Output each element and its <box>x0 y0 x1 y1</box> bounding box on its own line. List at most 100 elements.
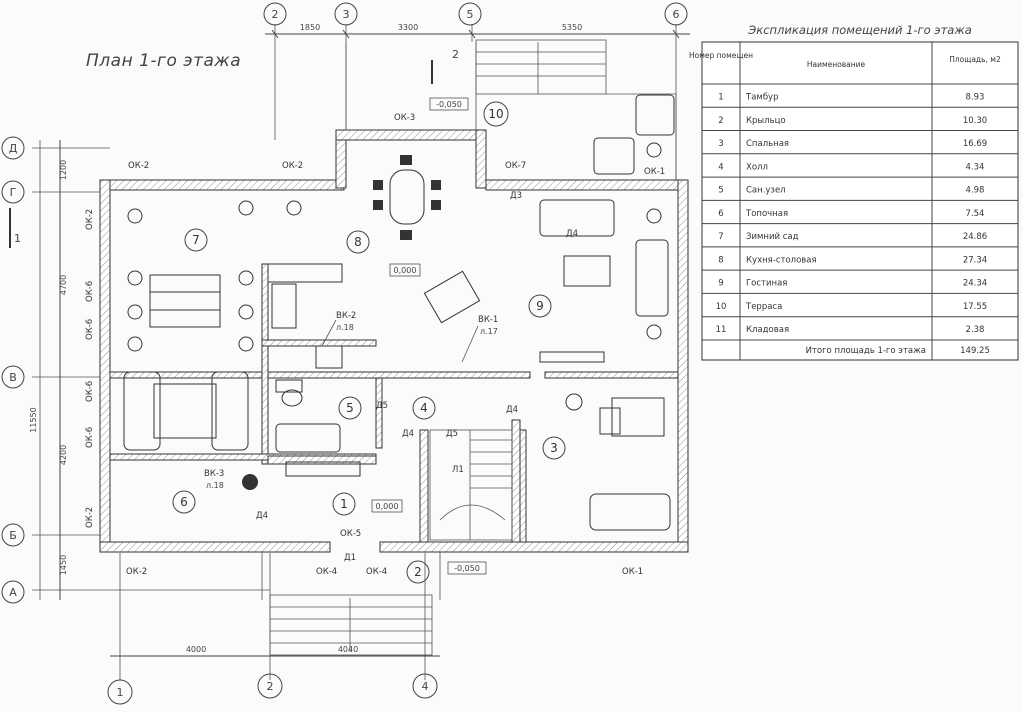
svg-text:4: 4 <box>422 680 429 693</box>
total-label: Итого площадь 1-го этажа <box>806 346 926 356</box>
section-cut-left: 1 <box>9 208 21 248</box>
room-numbers: 1 2 3 4 5 6 7 8 9 10 <box>172 101 566 584</box>
table-cell-num: 10 <box>716 302 727 312</box>
svg-text:1850: 1850 <box>300 23 320 32</box>
svg-text:2: 2 <box>272 8 279 21</box>
svg-text:Д4: Д4 <box>256 511 268 521</box>
table-cell-num: 4 <box>718 162 723 172</box>
svg-text:4200: 4200 <box>59 445 68 465</box>
svg-text:ОК-6: ОК-6 <box>85 381 95 402</box>
svg-text:1450: 1450 <box>59 555 68 575</box>
header-name: Наименование <box>807 60 866 69</box>
terrace-outline: 2 <box>345 39 677 180</box>
svg-text:1200: 1200 <box>59 160 68 180</box>
table-cell-name: Холл <box>746 162 768 172</box>
plan-title: План 1-го этажа <box>86 51 241 71</box>
svg-text:1: 1 <box>14 232 21 245</box>
svg-text:4700: 4700 <box>59 275 68 295</box>
table-cell-num: 7 <box>718 232 723 242</box>
table-cell-num: 8 <box>718 255 723 265</box>
table-cell-name: Тамбур <box>745 93 778 103</box>
svg-text:л.18: л.18 <box>206 481 224 490</box>
table-cell-num: 2 <box>718 116 723 126</box>
svg-text:Г: Г <box>10 186 17 199</box>
bedroom-furniture <box>565 393 671 531</box>
table-cell-num: 11 <box>716 325 727 335</box>
winter-garden-furniture <box>123 142 662 451</box>
svg-text:ОК-1: ОК-1 <box>644 167 665 177</box>
svg-text:ОК-4: ОК-4 <box>366 567 387 577</box>
svg-text:0,000: 0,000 <box>394 266 417 275</box>
table-cell-area: 4.34 <box>966 162 985 172</box>
svg-text:4000: 4000 <box>186 645 206 654</box>
svg-text:-0,050: -0,050 <box>436 100 462 109</box>
svg-text:-0,050: -0,050 <box>454 564 480 573</box>
axis-bubbles-left: Д Г В Б А <box>1 136 25 604</box>
left-dimension-line: 1200 4700 11550 4200 1450 <box>29 140 68 600</box>
table-cell-area: 2.38 <box>966 325 985 335</box>
living-furniture <box>423 94 675 363</box>
svg-text:ОК-6: ОК-6 <box>85 319 95 340</box>
table-cell-area: 8.93 <box>966 93 985 103</box>
room-number: 9 <box>536 299 544 313</box>
axis-bubbles-top: 2 3 5 6 <box>263 2 688 26</box>
svg-text:2: 2 <box>452 48 459 61</box>
svg-text:Д5: Д5 <box>376 401 388 411</box>
room-number: 1 <box>340 497 348 511</box>
svg-text:Д4: Д4 <box>402 429 414 439</box>
room-number: 10 <box>488 107 503 121</box>
svg-text:ОК-6: ОК-6 <box>85 281 95 302</box>
table-cell-area: 4.98 <box>966 186 985 196</box>
svg-text:0,000: 0,000 <box>376 502 399 511</box>
table-cell-num: 9 <box>718 279 723 289</box>
svg-text:Д4: Д4 <box>506 405 518 415</box>
table-cell-num: 5 <box>718 186 723 196</box>
table-cell-name: Кухня-столовая <box>746 255 817 265</box>
room-number: 7 <box>192 233 200 247</box>
svg-text:5350: 5350 <box>562 23 582 32</box>
svg-text:Д1: Д1 <box>344 553 356 563</box>
svg-text:Д: Д <box>9 142 18 155</box>
walls <box>99 129 689 553</box>
axis-bubbles-bottom: 1 2 4 <box>107 673 438 705</box>
room-number: 2 <box>414 565 422 579</box>
kitchen-counter <box>242 263 361 490</box>
table-cell-area: 10.30 <box>963 116 987 126</box>
table-cell-area: 16.69 <box>963 139 987 149</box>
table-cell-name: Топочная <box>745 209 788 219</box>
svg-text:А: А <box>9 586 17 599</box>
room-number: 5 <box>346 401 354 415</box>
svg-text:Д4: Д4 <box>566 229 578 239</box>
header-num: Номер помещен <box>689 51 753 60</box>
svg-text:ОК-2: ОК-2 <box>85 507 95 528</box>
door-marks: Д3 Д5 Д4 Д4 Д5 Д4 Д4 Д1 <box>256 191 578 563</box>
table-cell-area: 24.86 <box>963 232 987 242</box>
svg-text:ВК-1: ВК-1 <box>478 315 498 325</box>
table-cell-area: 7.54 <box>966 209 985 219</box>
svg-text:ОК-1: ОК-1 <box>622 567 643 577</box>
svg-text:ОК-3: ОК-3 <box>394 113 415 123</box>
bottom-dimension-line: 4000 4040 <box>110 645 440 657</box>
svg-text:ОК-2: ОК-2 <box>85 209 95 230</box>
riser-labels: ВК-2 л.18 ВК-1 л.17 ВК-3 л.18 <box>204 311 498 490</box>
table-cell-area: 24.34 <box>963 279 987 289</box>
room-number: 4 <box>420 401 428 415</box>
axis-grid <box>32 24 677 680</box>
room-number: 6 <box>180 495 188 509</box>
table-cell-name: Гостиная <box>746 279 787 289</box>
entry-stairs <box>261 552 441 656</box>
svg-text:ОК-2: ОК-2 <box>126 567 147 577</box>
svg-text:Д5: Д5 <box>446 429 458 439</box>
svg-text:л.18: л.18 <box>336 323 354 332</box>
svg-text:6: 6 <box>673 8 680 21</box>
svg-text:ОК-6: ОК-6 <box>85 427 95 448</box>
table-cell-area: 27.34 <box>963 255 987 265</box>
svg-text:ВК-3: ВК-3 <box>204 469 224 479</box>
table-cell-name: Зимний сад <box>746 232 799 242</box>
svg-text:ОК-5: ОК-5 <box>340 529 361 539</box>
table-cell-name: Кладовая <box>746 325 789 335</box>
table-cell-name: Крыльцо <box>746 116 786 126</box>
table-cell-num: 1 <box>718 93 723 103</box>
